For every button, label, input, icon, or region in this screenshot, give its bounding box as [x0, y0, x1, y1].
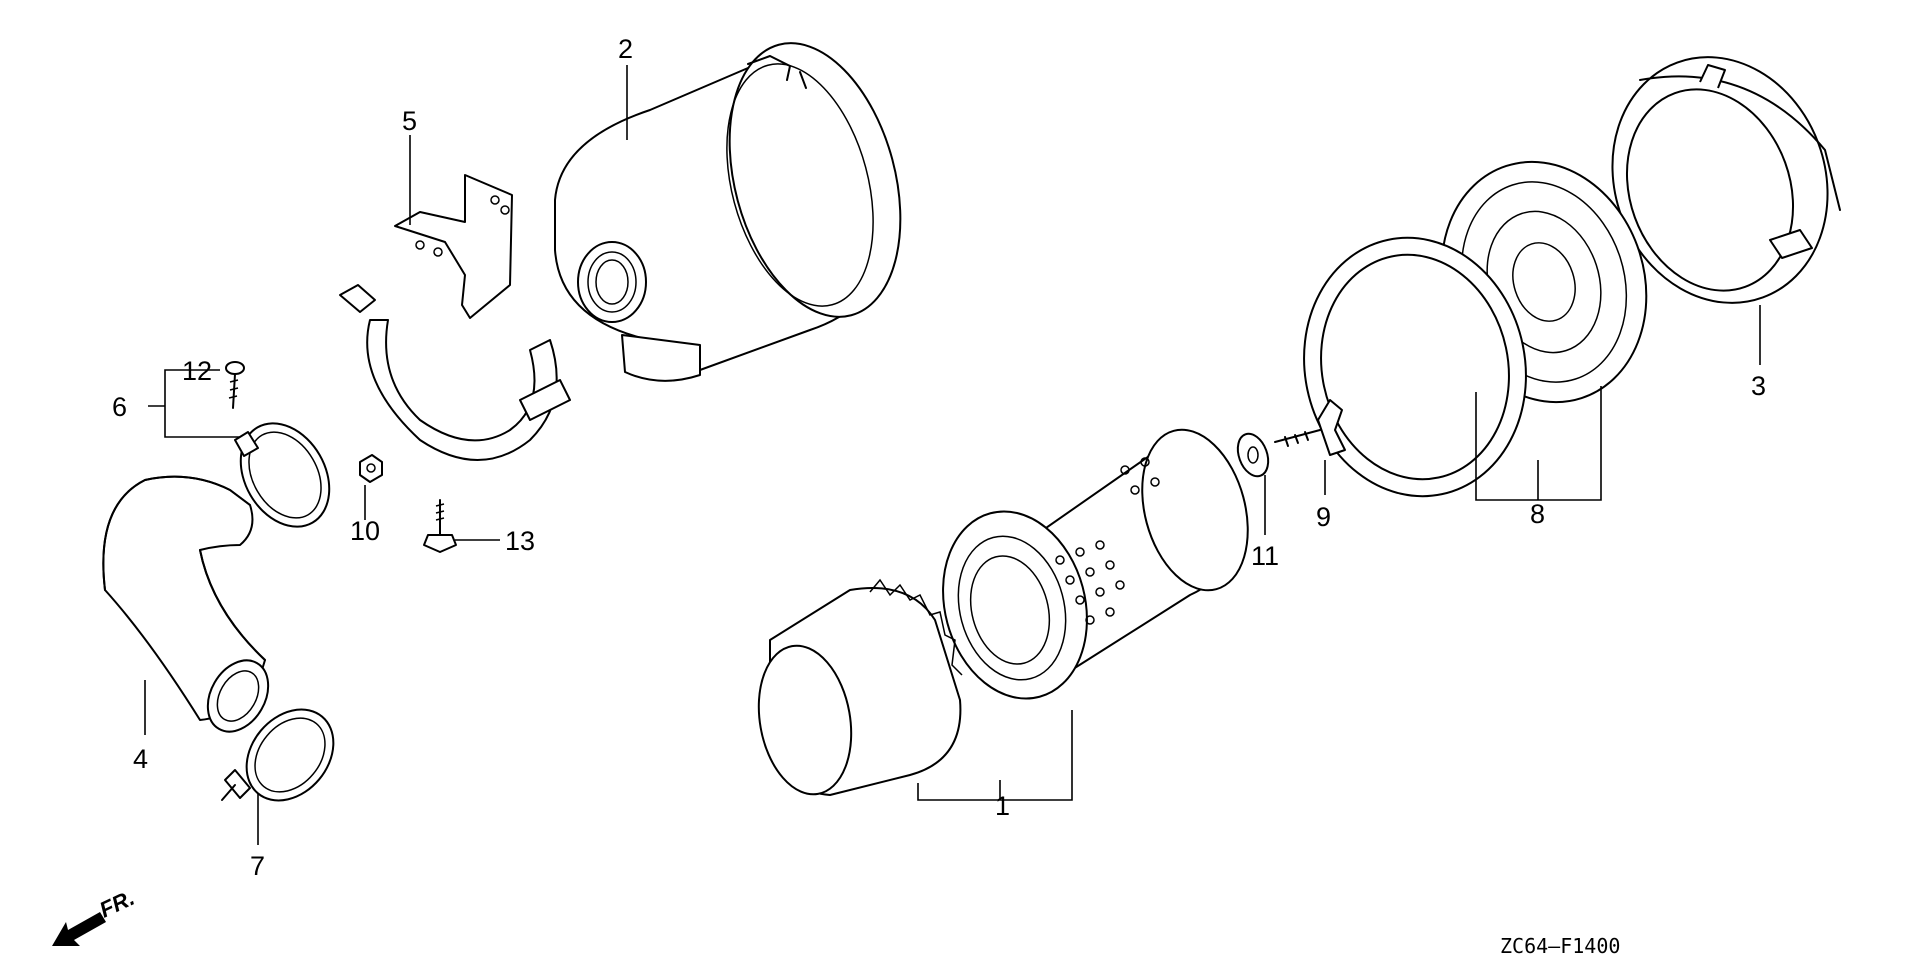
filter-element: [757, 428, 1249, 796]
nut: [359, 454, 383, 483]
leader-lines: [144, 65, 1761, 845]
callout-10: 10: [350, 516, 380, 546]
callout-13: 13: [505, 526, 535, 556]
callout-2: 2: [618, 34, 633, 64]
callout-4: 4: [133, 744, 148, 774]
air-cleaner-case: [554, 42, 902, 382]
hose-clamp-upper: [234, 422, 331, 528]
washer: [1236, 432, 1270, 478]
front-arrow-icon: [52, 912, 106, 946]
callout-6: 6: [112, 392, 127, 422]
callout-8: 8: [1530, 499, 1545, 529]
hose-clamp-lower: [221, 708, 335, 802]
inner-cover-set: [1303, 160, 1648, 498]
callout-5: 5: [402, 106, 417, 136]
flange-bolt: [423, 499, 457, 553]
callout-1: 1: [995, 791, 1010, 821]
cleaner-cover: [1611, 56, 1841, 304]
callout-3: 3: [1751, 371, 1766, 401]
callout-9: 9: [1316, 502, 1331, 532]
perforation-holes: [1055, 457, 1160, 625]
callout-labels: 1 2 3 4 5 6 7 8 9 10 11 12 13: [112, 34, 1766, 881]
callout-12: 12: [182, 356, 212, 386]
front-direction-marker: FR.: [52, 885, 138, 946]
figure-code: ZC64–F1400: [1500, 934, 1620, 958]
cleaner-bracket: [339, 174, 571, 461]
wing-bolt: [1274, 399, 1346, 456]
callout-7: 7: [250, 851, 265, 881]
screw: [225, 361, 245, 409]
elbow-hose: [102, 475, 270, 733]
callout-11: 11: [1251, 541, 1279, 571]
